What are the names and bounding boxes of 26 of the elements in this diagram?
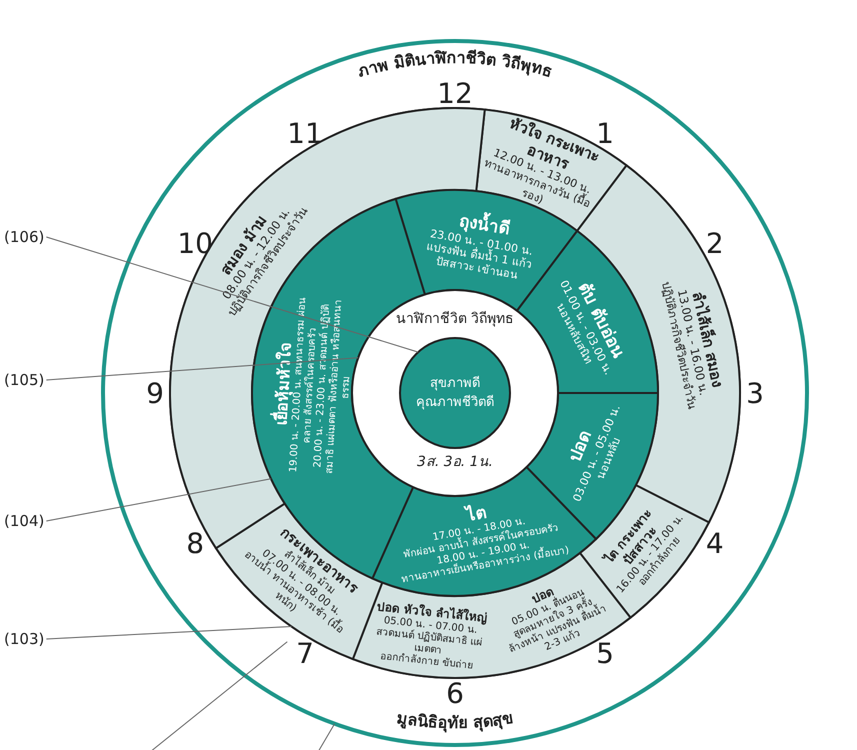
callout-number: (104) — [4, 512, 44, 530]
callout-number: (105) — [4, 371, 44, 389]
credit-text: มูลนิธิอุทัย สุดสุข — [395, 708, 515, 732]
slogan-text: 3ส. 3อ. 1น. — [417, 454, 493, 470]
hour-number: 5 — [596, 636, 614, 670]
leader-line — [318, 723, 336, 750]
leader-line — [46, 357, 359, 380]
hour-number: 6 — [446, 677, 464, 710]
hour-number: 11 — [287, 117, 323, 150]
center-text: สุขภาพดี คุณภาพชีวิตดี — [415, 374, 495, 412]
center-circle — [399, 337, 511, 449]
callout-number: (103) — [4, 630, 44, 648]
hour-number: 7 — [296, 636, 314, 670]
outer-ring — [101, 39, 809, 747]
hour-number: 4 — [706, 527, 724, 560]
ring-title: นาฬิกาชีวิต วิถีพุทธ — [396, 311, 514, 327]
hour-number: 2 — [706, 227, 724, 260]
hour-number: 3 — [746, 377, 764, 410]
callout-number: (106) — [4, 228, 44, 246]
hour-number: 1 — [596, 117, 614, 150]
leader-line — [150, 641, 288, 750]
leader-line — [46, 236, 419, 353]
leader-line — [46, 478, 272, 522]
leader-line — [46, 626, 292, 640]
hour-number: 9 — [146, 377, 164, 410]
hour-number: 8 — [186, 527, 204, 560]
